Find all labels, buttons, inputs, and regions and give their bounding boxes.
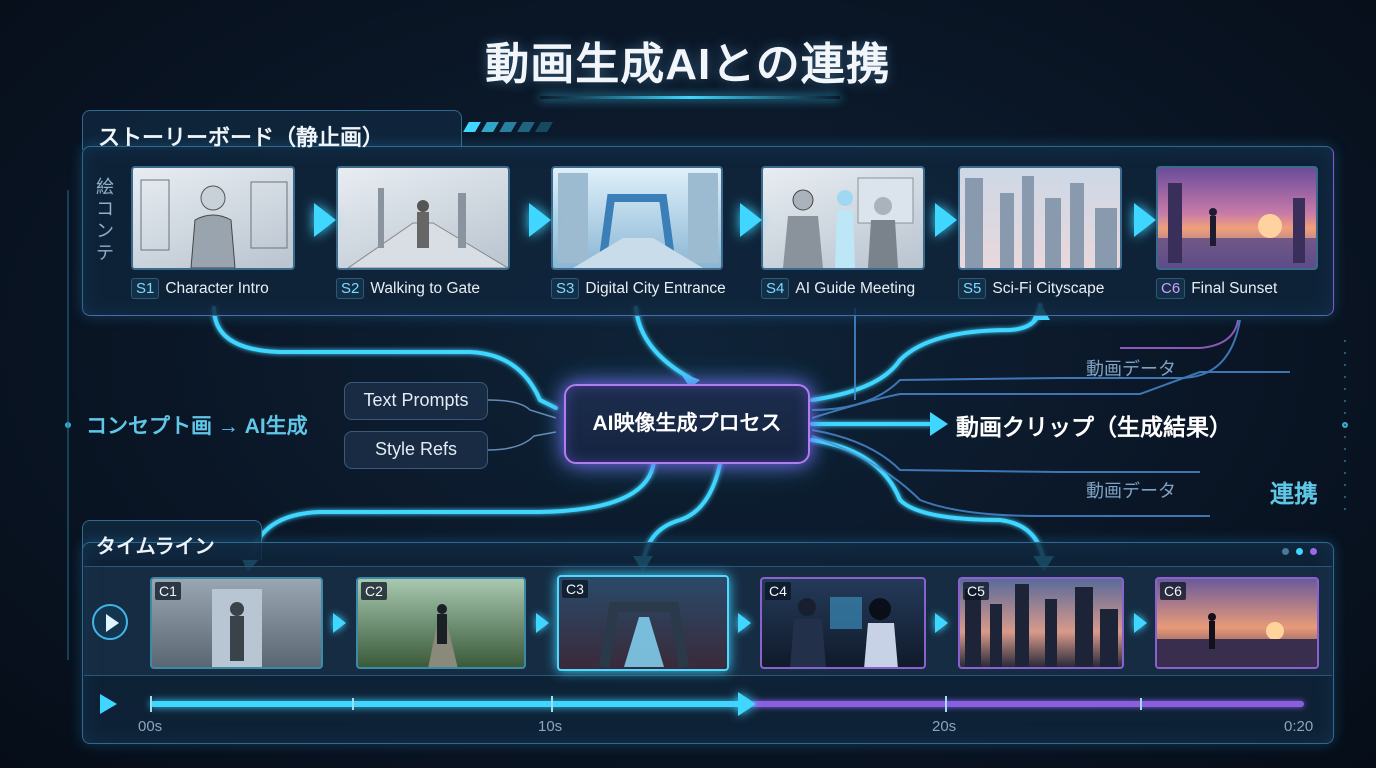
tick-mark: [150, 696, 152, 712]
tick-label: 20s: [932, 718, 957, 735]
page-title: 動画生成AIとの連携: [485, 40, 891, 89]
scene-badge: S4: [761, 278, 790, 299]
timeline-title: タイムライン: [96, 536, 215, 558]
window-dots: [1282, 548, 1317, 555]
ai-video-generation-process[interactable]: AI映像生成プロセス: [564, 384, 810, 464]
storyboard-side-label: 絵 コ ン テ: [96, 177, 114, 263]
timeline-clip-c3[interactable]: C3: [557, 575, 729, 671]
scene-badge: S1: [131, 278, 160, 299]
play-button[interactable]: [92, 604, 128, 640]
storyboard-title: ストーリーボード（静止画）: [98, 125, 385, 150]
storyboard-tab: [82, 110, 462, 150]
video-data-label: 動画データ: [1086, 359, 1176, 379]
arrow-right-icon: [1134, 613, 1147, 633]
timeline-clip-c5[interactable]: C5: [958, 577, 1124, 669]
title-underline: [540, 96, 840, 99]
tick-mark: [1140, 698, 1142, 710]
tick-mark: [551, 696, 553, 712]
tick-mark: [945, 696, 947, 712]
tick-label: 0:20: [1284, 718, 1314, 735]
storyboard-frame-s4[interactable]: [761, 166, 925, 270]
timeline-clip-c1[interactable]: C1: [150, 577, 323, 669]
arrow-right-icon: [1134, 203, 1156, 237]
arrow-right-icon: [935, 203, 957, 237]
timeline-clip-c4[interactable]: C4: [760, 577, 926, 669]
scene-badge: S2: [336, 278, 365, 299]
timeline-track-remaining[interactable]: [750, 701, 1304, 707]
arrow-right-icon: [740, 203, 762, 237]
style-refs-input[interactable]: Style Refs: [344, 431, 488, 469]
timeline-clip-c6[interactable]: C6: [1155, 577, 1319, 669]
playhead-handle[interactable]: [738, 692, 756, 716]
timeline-play-icon[interactable]: [100, 694, 117, 714]
link-label: 連携: [1270, 481, 1318, 508]
storyboard-frame-s5[interactable]: [958, 166, 1122, 270]
tick-mark: [352, 698, 354, 710]
tick-label: 10s: [538, 718, 563, 735]
arrow-right-icon: [314, 203, 336, 237]
storyboard-frame-s1[interactable]: [131, 166, 295, 270]
tick-label: 00s: [138, 718, 163, 735]
arrow-right-icon: [536, 613, 549, 633]
video-data-label: 動画データ: [1086, 481, 1176, 501]
scene-badge: S5: [958, 278, 987, 299]
text-prompts-input[interactable]: Text Prompts: [344, 382, 488, 420]
scene-badge: C6: [1156, 278, 1186, 299]
decorative-stripes: [463, 122, 553, 132]
timeline-clip-c2[interactable]: C2: [356, 577, 526, 669]
storyboard-frame-s2[interactable]: [336, 166, 510, 270]
storyboard-frame-c6[interactable]: [1156, 166, 1318, 270]
output-label: 動画クリップ（生成結果）: [956, 414, 1232, 440]
arrow-right-icon: [529, 203, 551, 237]
timeline-track-played[interactable]: [150, 701, 746, 707]
arrow-right-icon: [738, 613, 751, 633]
arrow-right-icon: [935, 613, 948, 633]
scene-badge: S3: [551, 278, 580, 299]
storyboard-frame-s3[interactable]: [551, 166, 723, 270]
arrow-right-icon: [333, 613, 346, 633]
concept-label: コンセプト画 → AI生成: [86, 415, 308, 438]
